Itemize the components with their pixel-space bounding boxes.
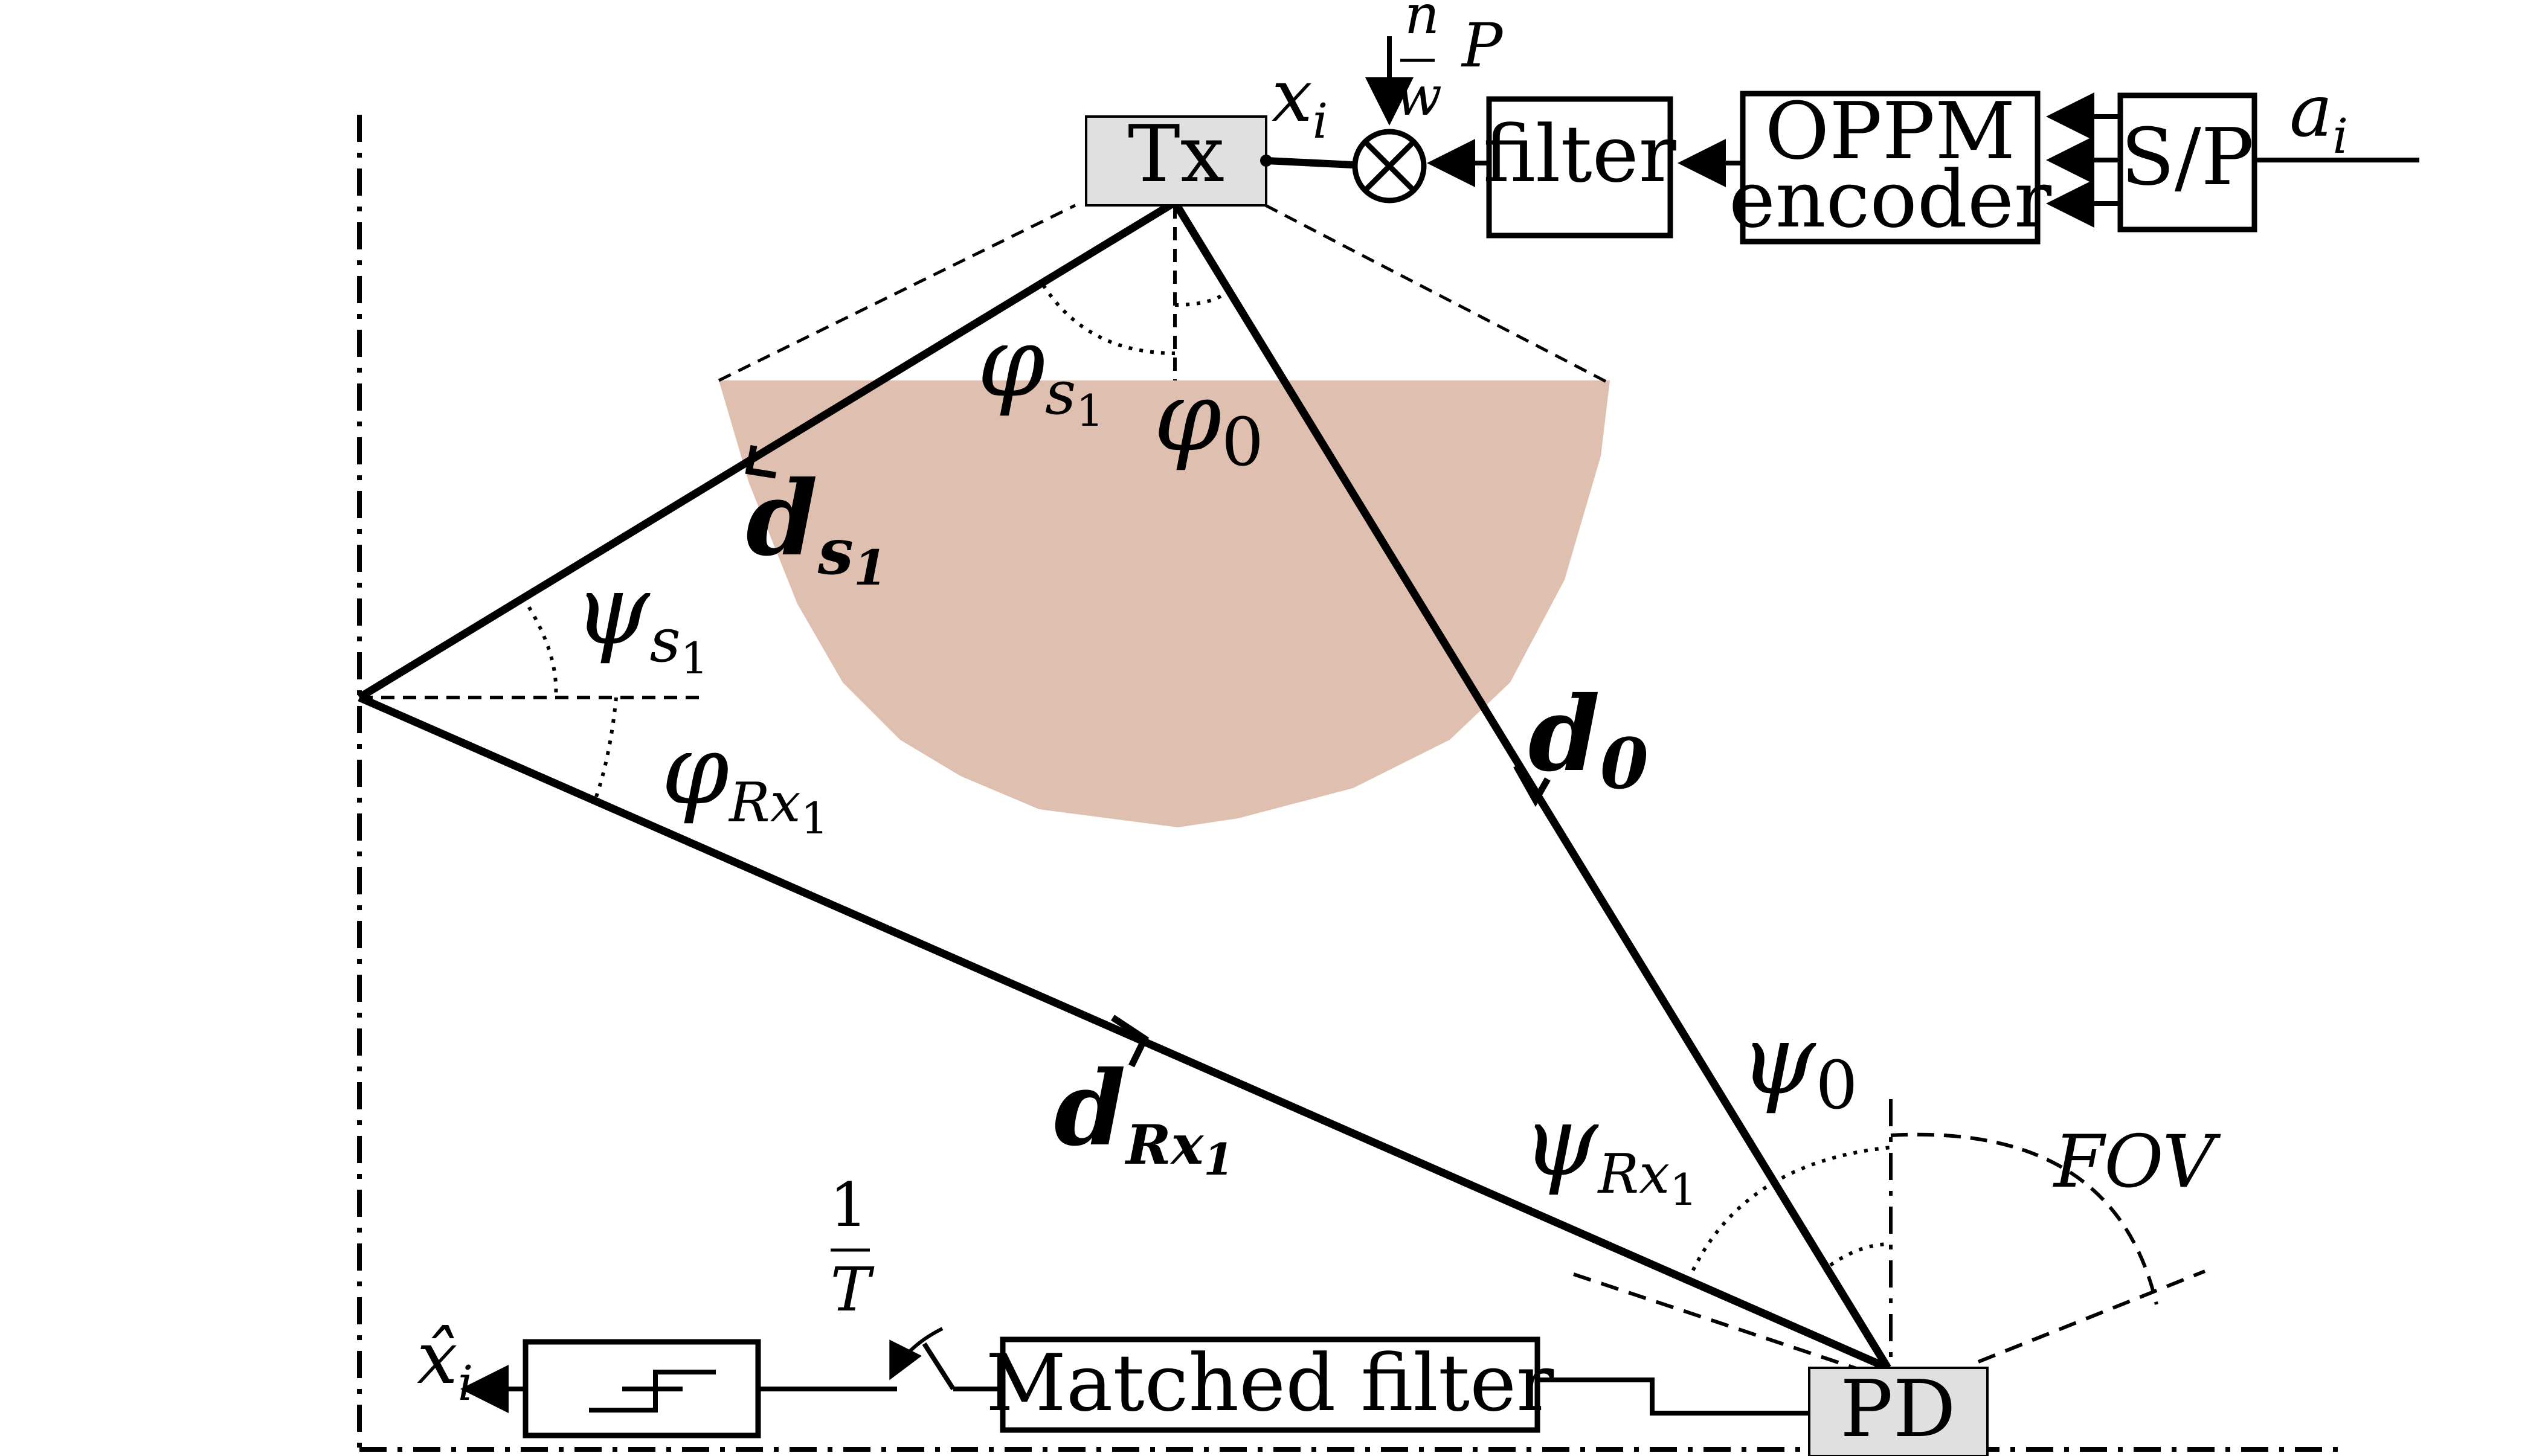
arrow-d-rx1 bbox=[1110, 1015, 1150, 1068]
arrow-d-0 bbox=[1513, 764, 1551, 807]
tx-connection-dot bbox=[1260, 155, 1272, 167]
fov-boundary-left bbox=[1573, 1272, 1891, 1382]
tx-block bbox=[1085, 115, 1267, 207]
sampler-switch bbox=[922, 1342, 956, 1391]
path-d-s1 bbox=[357, 199, 1177, 701]
multiplier-cross-b bbox=[1363, 140, 1416, 193]
path-d-0 bbox=[1171, 200, 1891, 1370]
sp-block bbox=[2117, 92, 2257, 233]
noise-subscript-label: w bbox=[1395, 65, 1442, 128]
angle-arc-phi-0 bbox=[1174, 288, 1231, 307]
angle-psi-0-label: ψ0 bbox=[1740, 1003, 1858, 1124]
angle-psi-rx1-label: ψRx1 bbox=[1522, 1085, 1697, 1215]
angle-arc-phi-s1 bbox=[1041, 284, 1176, 355]
matched-filter-block bbox=[1000, 1336, 1540, 1433]
fov-boundary-right bbox=[1977, 1269, 2206, 1364]
beam-region bbox=[719, 380, 1610, 827]
path-d-s1-label: ds1 bbox=[746, 458, 887, 596]
angle-arc-psi-s1 bbox=[521, 597, 558, 698]
oppm-encoder-label-line1: OPPM bbox=[1765, 85, 2016, 177]
oppm-encoder-block bbox=[1740, 91, 2041, 245]
matched-filter-label: Matched filter bbox=[986, 1337, 1554, 1429]
pd-block bbox=[1808, 1367, 1989, 1456]
path-d-0-label: d0 bbox=[1528, 674, 1649, 805]
sp-label: S/P bbox=[2121, 111, 2254, 203]
noise-label: n bbox=[1404, 0, 1440, 47]
filter-label: filter bbox=[1483, 108, 1676, 200]
fov-label: FOV bbox=[2053, 1120, 2221, 1204]
input-signal-label: ai bbox=[2289, 69, 2348, 164]
angle-phi-rx1-label: φRx1 bbox=[661, 713, 828, 844]
angle-arc-fov bbox=[1890, 1132, 2158, 1305]
oppm-encoder-label-line2: encoder bbox=[1729, 153, 2052, 245]
path-d-rx1-label: dRx1 bbox=[1054, 1048, 1234, 1185]
tx-label: Tx bbox=[1128, 108, 1224, 200]
angle-arc-phi-rx1 bbox=[593, 697, 618, 801]
angle-arc-psi-rx1 bbox=[1687, 1146, 1891, 1281]
path-d-rx1 bbox=[358, 694, 1890, 1371]
sampling-rate-numerator: 1 bbox=[829, 1170, 868, 1240]
power-label: P bbox=[1461, 10, 1504, 81]
sampling-rate-denominator: T bbox=[831, 1254, 875, 1325]
output-signal-label: x̂i bbox=[417, 1316, 473, 1411]
filter-block bbox=[1486, 96, 1673, 239]
pd-to-matched-filter-line bbox=[1537, 1377, 1809, 1416]
tx-signal-label: xi bbox=[1272, 54, 1328, 149]
tx-to-multiplier-line bbox=[1266, 157, 1354, 168]
angle-phi-0-label: φ0 bbox=[1154, 360, 1264, 481]
sampler-arrow bbox=[889, 1327, 944, 1381]
angle-phi-s1-label: φs1 bbox=[977, 306, 1104, 436]
arrow-d-s1 bbox=[745, 444, 776, 479]
angle-arc-psi-0 bbox=[1829, 1242, 1891, 1267]
pd-label: PD bbox=[1840, 1363, 1956, 1455]
angle-psi-s1-label: ψs1 bbox=[574, 553, 709, 684]
beam-edge-left bbox=[718, 204, 1076, 382]
